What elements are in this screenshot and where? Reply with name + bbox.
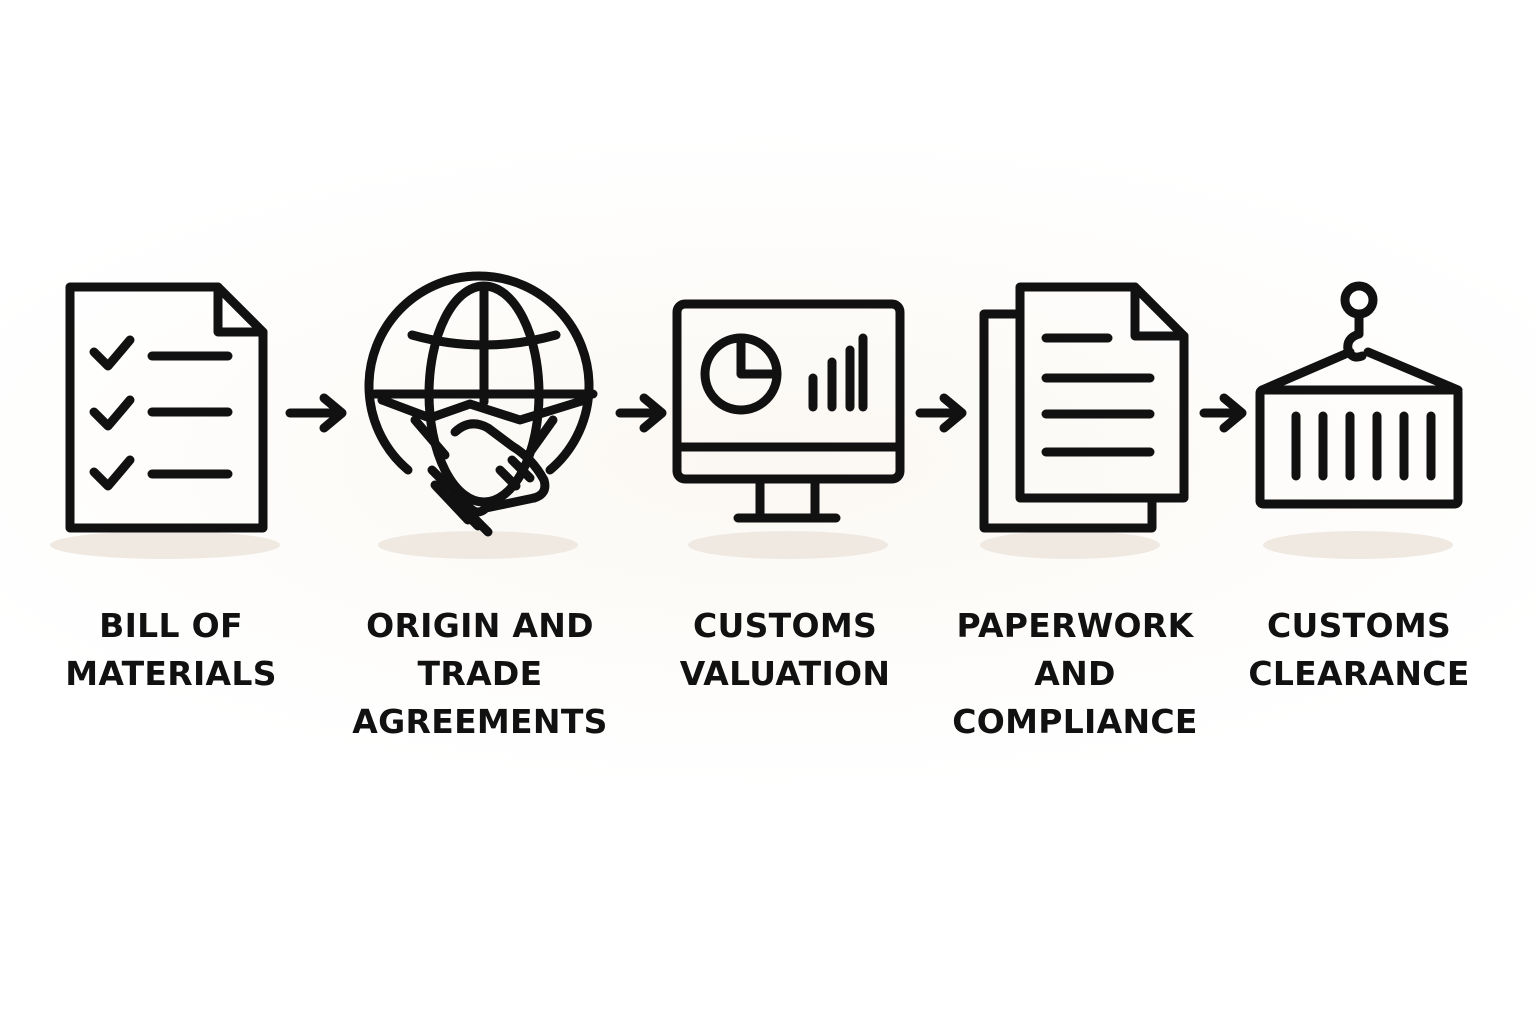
checklist-document-icon	[65, 282, 268, 533]
step-label-bill-of-materials: BILL OF MATERIALS	[65, 606, 277, 693]
arrow-icon	[1199, 393, 1247, 433]
shipping-container-icon	[1255, 281, 1463, 509]
arrow-icon	[285, 393, 347, 433]
step-label-paperwork-and-compliance: PAPERWORK AND COMPLIANCE	[952, 606, 1198, 741]
arrow-icon	[915, 393, 967, 433]
step-label-customs-valuation: CUSTOMS VALUATION	[679, 606, 891, 693]
monitor-chart-icon	[672, 299, 905, 523]
icon-shadows	[50, 531, 1453, 559]
step-label-origin-and-trade-agreements: ORIGIN AND TRADE AGREEMENTS	[352, 606, 608, 741]
stacked-documents-icon	[979, 282, 1189, 533]
globe-handshake-icon	[364, 271, 598, 537]
step-label-customs-clearance: CUSTOMS CLEARANCE	[1248, 606, 1470, 693]
arrow-icon	[615, 393, 667, 433]
